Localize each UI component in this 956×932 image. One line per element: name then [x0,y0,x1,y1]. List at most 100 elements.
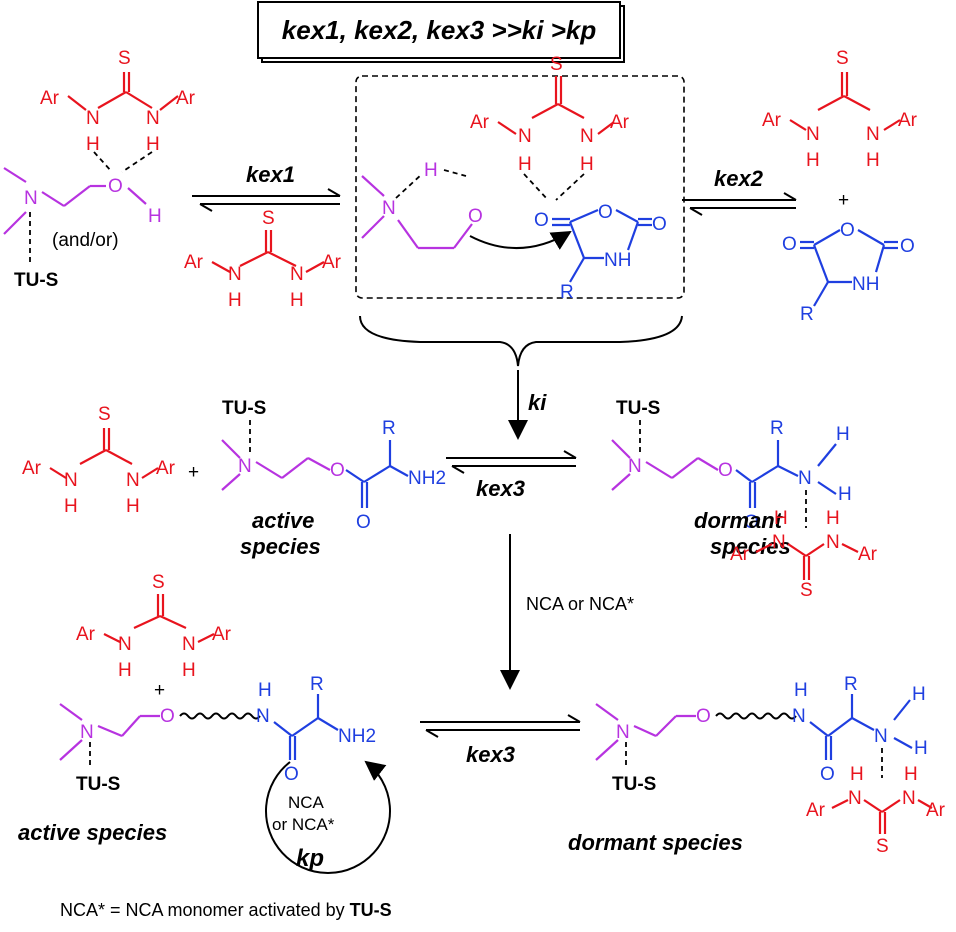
atom-h: H [826,508,840,529]
nca-cycle-line1: NCA [288,793,325,812]
tus-label: TU-S [222,398,266,419]
atom-n: N [80,722,94,743]
active-species-bottom-label: active species [18,820,167,845]
footnote-prefix: NCA* = NCA monomer activated by [60,900,350,920]
tus-label: TU-S [76,774,120,795]
nca-or-nca-label: NCA or NCA* [526,594,634,614]
kex3-top-equilibrium: kex3 [446,450,577,501]
atom-n: N [580,126,594,147]
tu-hbond-complex-top-left: S Ar N H N H Ar N O H (and/or) TU-S [3,48,196,291]
atom-n: N [826,532,840,553]
atom-n: N [146,108,160,129]
rate-order-box: kex1, kex2, kex3 >>ki >kp [257,1,625,63]
free-thiourea-left: S Ar N H N H Ar [184,208,342,311]
and-or-label: (and/or) [52,230,119,251]
atom-h: H [838,484,852,505]
atom-h: H [850,764,864,785]
atom-h: H [912,684,926,705]
kex1-equilibrium: kex1 [192,162,341,212]
atom-r: R [310,674,324,695]
atom-nh: NH [852,274,879,295]
atom-n: N [238,456,252,477]
free-nca-right: O O O NH R [782,220,915,325]
atom-o: O [820,764,835,785]
atom-o: O [696,706,711,727]
atom-n: N [228,264,242,285]
atom-ar: Ar [762,110,782,131]
atom-o: O [534,210,549,231]
atom-s: S [118,48,131,69]
plus-sign: + [154,680,165,701]
atom-o: O [782,234,797,255]
atom-ar: Ar [22,458,42,479]
kex3-top-label: kex3 [476,476,525,501]
atom-ar: Ar [470,112,490,133]
kex2-equilibrium: kex2 [682,166,797,216]
atom-h: H [794,680,808,701]
atom-h: H [914,738,928,759]
atom-s: S [800,580,813,601]
atom-h: H [228,290,242,311]
atom-s: S [262,208,275,229]
atom-o: O [652,214,667,235]
kex1-label: kex1 [246,162,295,187]
atom-r: R [560,282,574,303]
atom-n: N [126,470,140,491]
active-label-1: active [252,508,314,533]
footnote-bold: TU-S [350,900,392,920]
atom-ar: Ar [76,624,96,645]
atom-h: H [424,160,438,181]
atom-h: H [806,150,820,171]
atom-ar: Ar [176,88,196,109]
atom-h: H [126,496,140,517]
dormant-species-middle: TU-S N O O R N H H dormant species Ar N … [611,398,878,601]
atom-h: H [518,154,532,175]
atom-nh2: NH2 [338,726,376,747]
kex3-bottom-label: kex3 [466,742,515,767]
kp-propagation-cycle: NCA or NCA* kp [265,760,391,874]
atom-h: H [118,660,132,681]
atom-ar: Ar [730,544,750,565]
active-label-2: species [240,534,321,559]
atom-h: H [904,764,918,785]
atom-h: H [86,134,100,155]
atom-o: O [598,202,613,223]
active-species-bottom: N O H N O R NH2 TU-S active species [18,674,376,845]
footnote: NCA* = NCA monomer activated by TU-S [60,900,392,920]
atom-o: O [900,236,915,257]
atom-h: H [182,660,196,681]
atom-h: H [774,508,788,529]
atom-ar: Ar [40,88,60,109]
atom-n: N [902,788,916,809]
atom-h: H [580,154,594,175]
ki-label: ki [528,390,547,415]
atom-nh2: NH2 [408,468,446,489]
nca-cycle-line2: or NCA* [272,815,335,834]
atom-o: O [356,512,371,533]
atom-n: N [866,124,880,145]
atom-o: O [744,512,759,533]
activation-complex-box: S Ar N H N H Ar N H O O O O [355,54,685,303]
atom-n: N [64,470,78,491]
kex3-bottom-equilibrium: kex3 [420,714,581,767]
atom-n: N [518,126,532,147]
tus-label: TU-S [616,398,660,419]
dormant-species-bottom: N O H N O R N H H TU-S dormant species A… [568,674,946,857]
atom-r: R [770,418,784,439]
atom-s: S [98,404,111,425]
atom-o: O [160,706,175,727]
kp-label: kp [296,845,324,872]
atom-ar: Ar [610,112,630,133]
atom-ar: Ar [806,800,826,821]
dormant-species-bottom-label: dormant species [568,830,743,855]
atom-r: R [382,418,396,439]
free-thiourea-bottom: S Ar N H N H Ar + [76,572,232,701]
atom-n: N [86,108,100,129]
tus-label: TU-S [14,270,58,291]
atom-h: H [258,680,272,701]
dormant-label-1: dormant [694,508,784,533]
tus-label: TU-S [612,774,656,795]
plus-sign: + [188,462,199,483]
